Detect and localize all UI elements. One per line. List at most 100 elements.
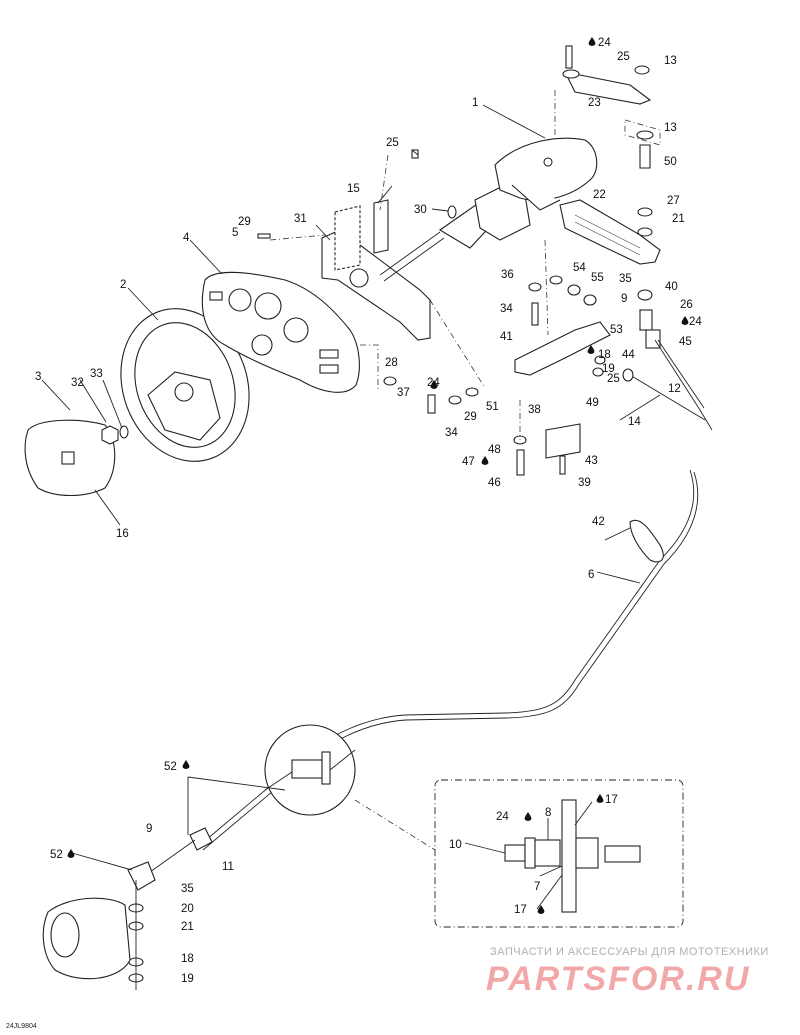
drawing-code: 24JL9804 — [6, 1023, 37, 1030]
callout-leaders — [41, 104, 661, 910]
callout-33: 33 — [90, 368, 103, 380]
callout-12: 12 — [668, 383, 681, 395]
callout-25-mid: 25 — [607, 373, 620, 385]
watermark-tagline: ЗАПЧАСТИ И АКСЕССУАРЫ ДЛЯ МОТОТЕХНИКИ — [490, 946, 769, 958]
drop-icon — [587, 345, 595, 354]
callout-35-lower: 35 — [181, 883, 194, 895]
dashboard-panel — [201, 271, 360, 393]
steering-column — [379, 184, 531, 282]
callout-23: 23 — [588, 97, 601, 109]
callout-3: 3 — [35, 371, 41, 383]
callout-24-mid: 24 — [427, 377, 440, 389]
fasteners — [257, 45, 654, 476]
callout-39: 39 — [578, 477, 591, 489]
callout-38: 38 — [528, 404, 541, 416]
callout-55: 55 — [591, 272, 604, 284]
callout-labels: 1 2 3 4 5 6 7 8 9 9 10 11 12 13 13 14 15… — [35, 37, 702, 985]
callout-45: 45 — [679, 336, 692, 348]
callout-54: 54 — [573, 262, 586, 274]
callout-30: 30 — [414, 204, 427, 216]
callout-25-left: 25 — [386, 137, 399, 149]
callout-52-upper: 52 — [164, 761, 177, 773]
callout-10: 10 — [449, 839, 462, 851]
callout-9-lower: 9 — [146, 823, 152, 835]
callout-34-upper: 34 — [500, 303, 513, 315]
callout-42: 42 — [592, 516, 605, 528]
drop-icon — [182, 760, 190, 769]
callout-41: 41 — [500, 331, 513, 343]
callout-46: 46 — [488, 477, 501, 489]
detail-box — [434, 779, 684, 928]
drop-icon — [67, 849, 75, 858]
lubricant-drop-icons — [67, 37, 689, 914]
callout-17-upper: 17 — [605, 794, 618, 806]
callout-14: 14 — [628, 416, 641, 428]
drop-icon — [524, 812, 532, 821]
callout-1: 1 — [472, 97, 478, 109]
watermark: ЗАПЧАСТИ И АКСЕССУАРЫ ДЛЯ МОТОТЕХНИКИ PA… — [486, 946, 769, 998]
callout-16: 16 — [116, 528, 129, 540]
callout-13-upper: 13 — [664, 55, 677, 67]
cable-grommet — [629, 519, 664, 563]
callout-44: 44 — [622, 349, 635, 361]
callout-11: 11 — [222, 861, 234, 873]
callout-31: 31 — [294, 213, 307, 225]
callout-43: 43 — [585, 455, 598, 467]
callout-29-lower: 29 — [464, 411, 477, 423]
callout-20: 20 — [181, 903, 194, 915]
callout-32: 32 — [71, 377, 84, 389]
callout-19-upper: 19 — [602, 363, 615, 375]
callout-49: 49 — [586, 397, 599, 409]
callout-18-lower: 18 — [181, 953, 194, 965]
drop-icon — [681, 316, 689, 325]
pivot-bracket — [559, 199, 661, 265]
detail-circle-fitting — [264, 749, 356, 791]
callout-17-lower: 17 — [514, 904, 527, 916]
drop-icon — [588, 37, 596, 46]
callout-28: 28 — [385, 357, 398, 369]
nut-washer — [101, 425, 129, 445]
callout-47: 47 — [462, 456, 475, 468]
callout-8: 8 — [545, 807, 551, 819]
callout-27: 27 — [667, 195, 680, 207]
callout-26: 26 — [680, 299, 693, 311]
callout-25-top: 25 — [617, 51, 630, 63]
gear-housing — [494, 137, 598, 201]
steering-wheel — [120, 308, 250, 462]
callout-13-lower: 13 — [664, 122, 677, 134]
drop-icon — [430, 380, 438, 389]
callout-6: 6 — [588, 569, 594, 581]
callout-5: 5 — [232, 227, 238, 239]
callout-18-upper: 18 — [598, 349, 611, 361]
callout-7: 7 — [534, 881, 540, 893]
callout-40: 40 — [665, 281, 678, 293]
callout-2: 2 — [120, 279, 126, 291]
watermark-brand: PARTSFOR.RU — [486, 960, 750, 998]
callout-36: 36 — [501, 269, 514, 281]
callout-15: 15 — [347, 183, 360, 195]
callout-52-lower: 52 — [50, 849, 63, 861]
callout-22: 22 — [593, 189, 606, 201]
diagram-drawing — [24, 45, 713, 990]
callout-24-top: 24 — [598, 37, 611, 49]
callout-48: 48 — [488, 444, 501, 456]
rod-end-assembly — [622, 329, 713, 431]
callout-4: 4 — [183, 232, 190, 244]
callout-24-detail: 24 — [496, 811, 509, 823]
lower-cable-end — [127, 827, 213, 891]
callout-21-lower: 21 — [181, 921, 194, 933]
column-bracket — [321, 199, 431, 341]
detail-box-fitting — [504, 799, 641, 913]
drop-icon — [537, 905, 545, 914]
callout-34-lower: 34 — [445, 427, 458, 439]
drop-icon — [596, 794, 604, 803]
callout-29-upper: 29 — [238, 216, 251, 228]
callout-53: 53 — [610, 324, 623, 336]
drop-icon — [481, 456, 489, 465]
lower-washers — [128, 880, 144, 990]
callout-9-upper: 9 — [621, 293, 627, 305]
callout-35-upper: 35 — [619, 273, 632, 285]
callout-21-upper: 21 — [672, 213, 685, 225]
callout-37: 37 — [397, 387, 410, 399]
